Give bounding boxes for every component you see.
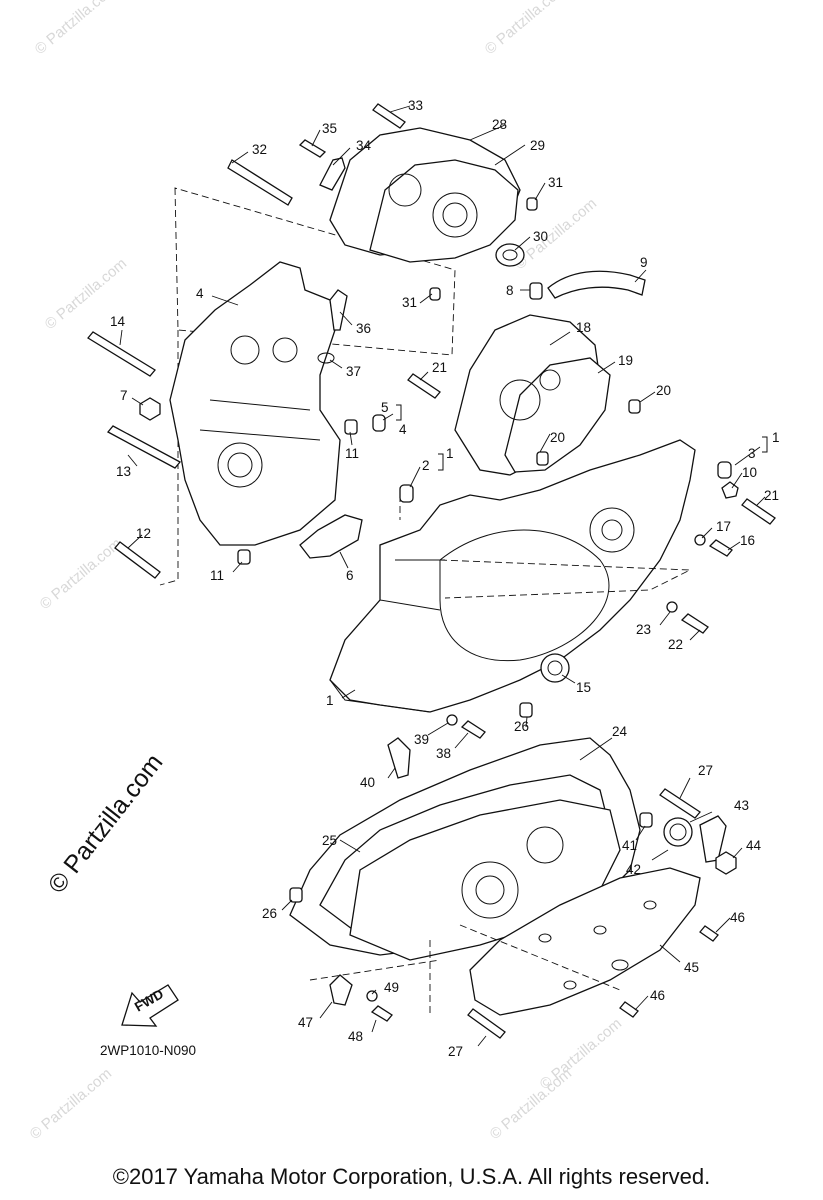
callout-label: 17 bbox=[716, 519, 731, 534]
callout-label: 27 bbox=[448, 1044, 463, 1059]
callout-label: 39 bbox=[414, 732, 429, 747]
callout-label: 11 bbox=[345, 446, 359, 461]
callout-label: 30 bbox=[533, 229, 548, 244]
callout-label: 26 bbox=[262, 906, 277, 921]
callout-label: 37 bbox=[346, 364, 361, 379]
callout-label: 2 bbox=[422, 458, 430, 473]
callout-label: 49 bbox=[384, 980, 399, 995]
callout-label: 16 bbox=[740, 533, 755, 548]
callout-label: 22 bbox=[668, 637, 683, 652]
partzilla-watermark: © Partzilla.com bbox=[43, 749, 169, 899]
callout-label: 41 bbox=[622, 838, 637, 853]
callout-label: 19 bbox=[618, 353, 633, 368]
callout-label: 21 bbox=[764, 488, 779, 503]
callout-label: 27 bbox=[698, 763, 713, 778]
callout-label: 40 bbox=[360, 775, 375, 790]
callout-label: 29 bbox=[530, 138, 545, 153]
watermark-text: © Partzilla.com bbox=[482, 0, 570, 58]
watermark-text: © Partzilla.com bbox=[37, 535, 125, 613]
main-crankcase bbox=[329, 439, 739, 713]
diagram-code: 2WP1010-N090 bbox=[100, 1043, 196, 1058]
callout-label: 15 bbox=[576, 680, 591, 695]
callout-label: 36 bbox=[356, 321, 371, 336]
callout-label: 20 bbox=[656, 383, 671, 398]
callout-label: 34 bbox=[356, 138, 372, 153]
callout-label: 7 bbox=[120, 388, 128, 403]
callout-label: 13 bbox=[116, 464, 131, 479]
callout-label: 31 bbox=[548, 175, 563, 190]
callout-label: 33 bbox=[408, 98, 423, 113]
callout-label: 42 bbox=[626, 862, 641, 877]
callout-label: 47 bbox=[298, 1015, 313, 1030]
callout-label: 3 bbox=[748, 446, 756, 461]
callout-label: 28 bbox=[492, 117, 507, 132]
callout-label: 20 bbox=[550, 430, 565, 445]
callout-label: 4 bbox=[399, 422, 407, 437]
watermark-text: © Partzilla.com bbox=[32, 0, 120, 58]
callout-label: 18 bbox=[576, 320, 591, 335]
copyright-notice: ©2017 Yamaha Motor Corporation, U.S.A. A… bbox=[112, 1164, 711, 1189]
callout-label: 45 bbox=[684, 960, 699, 975]
watermark-text: © Partzilla.com bbox=[512, 195, 600, 273]
leader-lines bbox=[119, 105, 766, 1047]
callout-label: 46 bbox=[730, 910, 745, 925]
callout-label: 46 bbox=[650, 988, 665, 1003]
callout-label: 10 bbox=[742, 465, 757, 480]
callout-label: 21 bbox=[432, 360, 447, 375]
callout-label: 6 bbox=[346, 568, 354, 583]
fwd-arrow-icon: FWD bbox=[121, 984, 179, 1027]
heat-shield bbox=[469, 867, 719, 1018]
callout-label: 31 bbox=[402, 295, 417, 310]
left-crankcase bbox=[87, 261, 732, 579]
callout-label: 5 bbox=[381, 400, 389, 415]
transmission-cover bbox=[289, 702, 737, 1039]
callout-label: 11 bbox=[210, 568, 224, 583]
callout-label: 1 bbox=[446, 446, 454, 461]
callout-label: 23 bbox=[636, 622, 651, 637]
crankcase-cover-mid bbox=[407, 270, 776, 525]
callout-label: 32 bbox=[252, 142, 267, 157]
watermark-text: © Partzilla.com bbox=[27, 1065, 115, 1143]
callout-label: 12 bbox=[136, 526, 151, 541]
cover-assembly-top bbox=[227, 103, 538, 301]
callout-label: 4 bbox=[196, 286, 204, 301]
callout-label: 44 bbox=[746, 838, 762, 853]
callout-label: 8 bbox=[506, 283, 514, 298]
callout-label: 1 bbox=[326, 693, 334, 708]
callout-label: 38 bbox=[436, 746, 451, 761]
bracket-marks bbox=[396, 404, 768, 471]
callout-label: 48 bbox=[348, 1029, 363, 1044]
callout-label: 43 bbox=[734, 798, 749, 813]
callout-label: 26 bbox=[514, 719, 529, 734]
callout-label: 25 bbox=[322, 833, 337, 848]
callout-label: 35 bbox=[322, 121, 337, 136]
callout-label: 24 bbox=[612, 724, 628, 739]
callout-label: 1 bbox=[772, 430, 780, 445]
watermark-text: © Partzilla.com bbox=[537, 1015, 625, 1093]
callouts: 33 28 29 31 30 31 32 34 35 4 36 37 14 7 … bbox=[110, 98, 780, 1059]
callout-label: 14 bbox=[110, 314, 126, 329]
callout-label: 9 bbox=[640, 255, 648, 270]
